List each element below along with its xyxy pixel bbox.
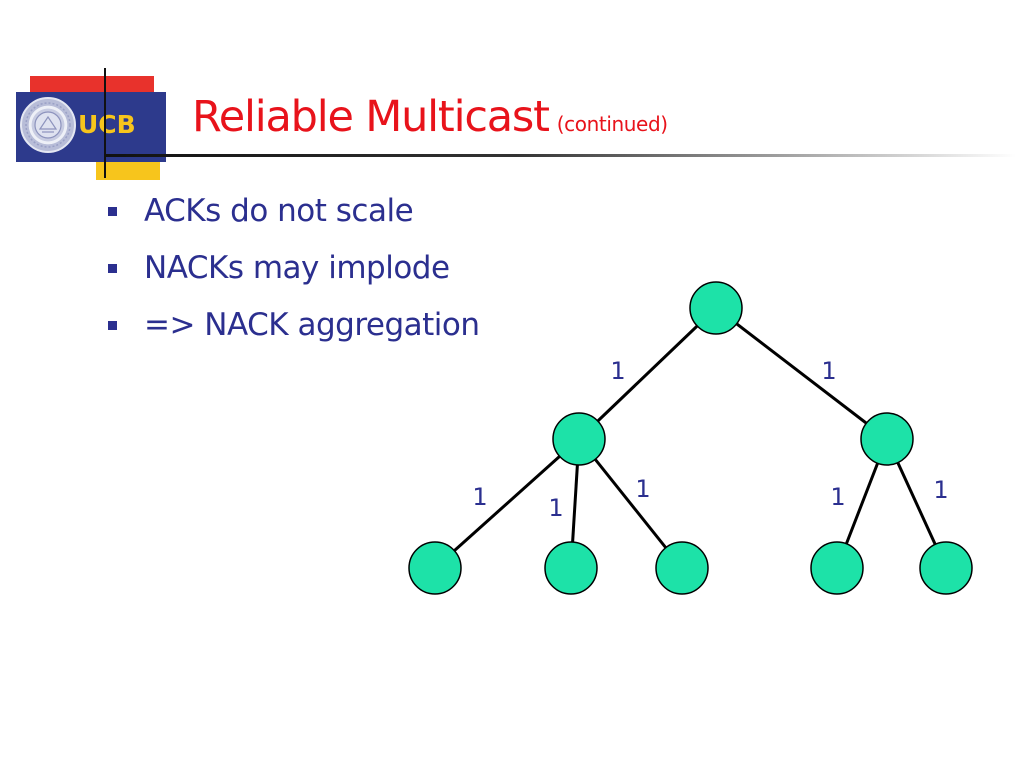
tree-node-right-leaf-1 <box>810 541 864 595</box>
tree-node-root <box>689 281 743 335</box>
square-bullet-icon <box>108 264 117 273</box>
edge-label-right-right-leaf-2: 1 <box>933 476 948 504</box>
tree-node-right-leaf-2 <box>919 541 973 595</box>
tree-node-left-leaf-2 <box>544 541 598 595</box>
edge-label-root-right: 1 <box>821 357 836 385</box>
tree-edge-left-left-leaf-3 <box>577 438 684 569</box>
tree-edge-left-left-leaf-1 <box>433 437 581 570</box>
slide-title-subtitle: (continued) <box>556 112 668 136</box>
tree-edge-root-right <box>715 306 888 441</box>
edge-label-right-right-leaf-1: 1 <box>830 483 845 511</box>
slide-title-main: Reliable Multicast <box>192 92 550 142</box>
tree-edge-root-left <box>577 306 718 441</box>
edge-label-left-left-leaf-2: 1 <box>548 494 563 522</box>
logo-vertical-rule <box>104 68 106 178</box>
tree-node-left <box>552 412 606 466</box>
edge-label-root-left: 1 <box>610 357 625 385</box>
logo-text: UCB <box>78 110 136 139</box>
square-bullet-icon <box>108 207 117 216</box>
university-seal-icon <box>20 97 76 153</box>
edge-label-left-left-leaf-3: 1 <box>635 475 650 503</box>
tree-node-right <box>860 412 914 466</box>
tree-node-left-leaf-3 <box>655 541 709 595</box>
slide-title: Reliable Multicast(continued) <box>192 92 668 142</box>
square-bullet-icon <box>108 321 117 330</box>
edge-label-left-left-leaf-1: 1 <box>472 483 487 511</box>
bullet-text: NACKs may implode <box>144 250 450 286</box>
tree-node-left-leaf-1 <box>408 541 462 595</box>
bullet-text: => NACK aggregation <box>144 307 480 343</box>
title-underline <box>106 154 1016 157</box>
bullet-text: ACKs do not scale <box>144 193 414 229</box>
